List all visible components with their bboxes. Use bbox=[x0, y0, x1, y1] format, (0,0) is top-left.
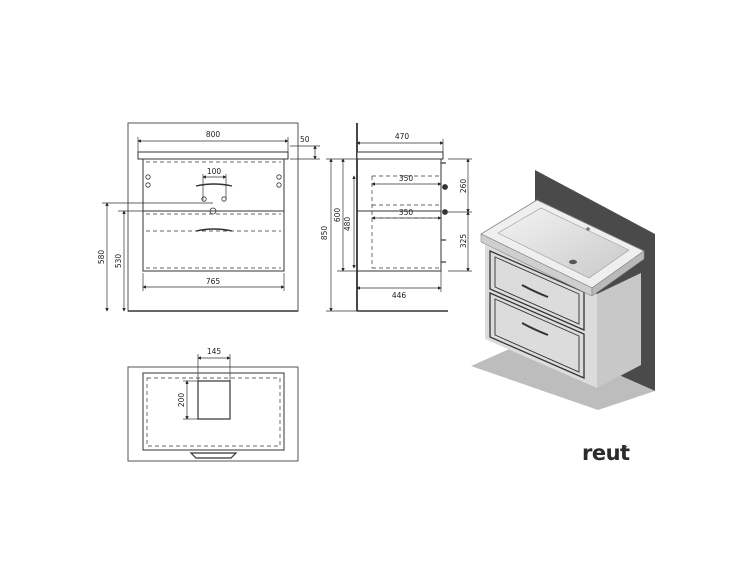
brand-name: reut bbox=[582, 441, 630, 465]
side-inner-depth-label: 446 bbox=[392, 291, 407, 300]
lower-drawer-depth-label: 350 bbox=[399, 208, 414, 217]
handle-spacing-label: 100 bbox=[207, 167, 222, 176]
front-view bbox=[127, 122, 299, 312]
cutout-depth-label: 200 bbox=[177, 393, 186, 408]
side-depth-label: 470 bbox=[395, 132, 410, 141]
front-height-label: 600 bbox=[333, 208, 342, 223]
cutout-width-label: 145 bbox=[207, 347, 222, 356]
drawer-handle-upper bbox=[195, 183, 233, 187]
mount-height-label: 850 bbox=[320, 226, 329, 241]
front-dimensions bbox=[102, 137, 320, 312]
render-basin-bowl bbox=[497, 207, 630, 279]
top-dimensions bbox=[183, 354, 231, 420]
front-width-label: 800 bbox=[206, 130, 221, 139]
front-height-overall-label: 580 bbox=[97, 250, 106, 265]
drawer-handle-top bbox=[189, 452, 238, 459]
render-cabinet-side bbox=[597, 273, 641, 388]
product-render bbox=[471, 170, 655, 410]
front-top-thickness-label: 50 bbox=[300, 135, 310, 144]
lower-gap-label: 325 bbox=[459, 234, 468, 249]
front-inner-width-label: 765 bbox=[206, 277, 221, 286]
render-drain bbox=[569, 259, 577, 265]
siphon-cutout bbox=[197, 380, 231, 420]
render-floor bbox=[471, 338, 655, 410]
wall-fixing-upper bbox=[442, 184, 448, 190]
waste-hole bbox=[209, 207, 217, 215]
brand-logo: reut cz bbox=[582, 441, 631, 465]
render-handle-lower bbox=[521, 322, 549, 336]
render-cabinet-front bbox=[485, 245, 597, 388]
wall-fixing-lower bbox=[442, 209, 448, 215]
render-handle-upper bbox=[521, 284, 549, 298]
front-height-body-label: 530 bbox=[114, 254, 123, 269]
top-view bbox=[127, 366, 299, 462]
body-height-label: 480 bbox=[343, 217, 352, 232]
upper-gap-label: 260 bbox=[459, 179, 468, 194]
side-dimensions bbox=[326, 139, 472, 312]
side-view bbox=[356, 123, 448, 312]
brand-mark: cz bbox=[622, 445, 628, 451]
upper-drawer-depth-label: 350 bbox=[399, 174, 414, 183]
drawer-handle-lower bbox=[195, 228, 233, 232]
